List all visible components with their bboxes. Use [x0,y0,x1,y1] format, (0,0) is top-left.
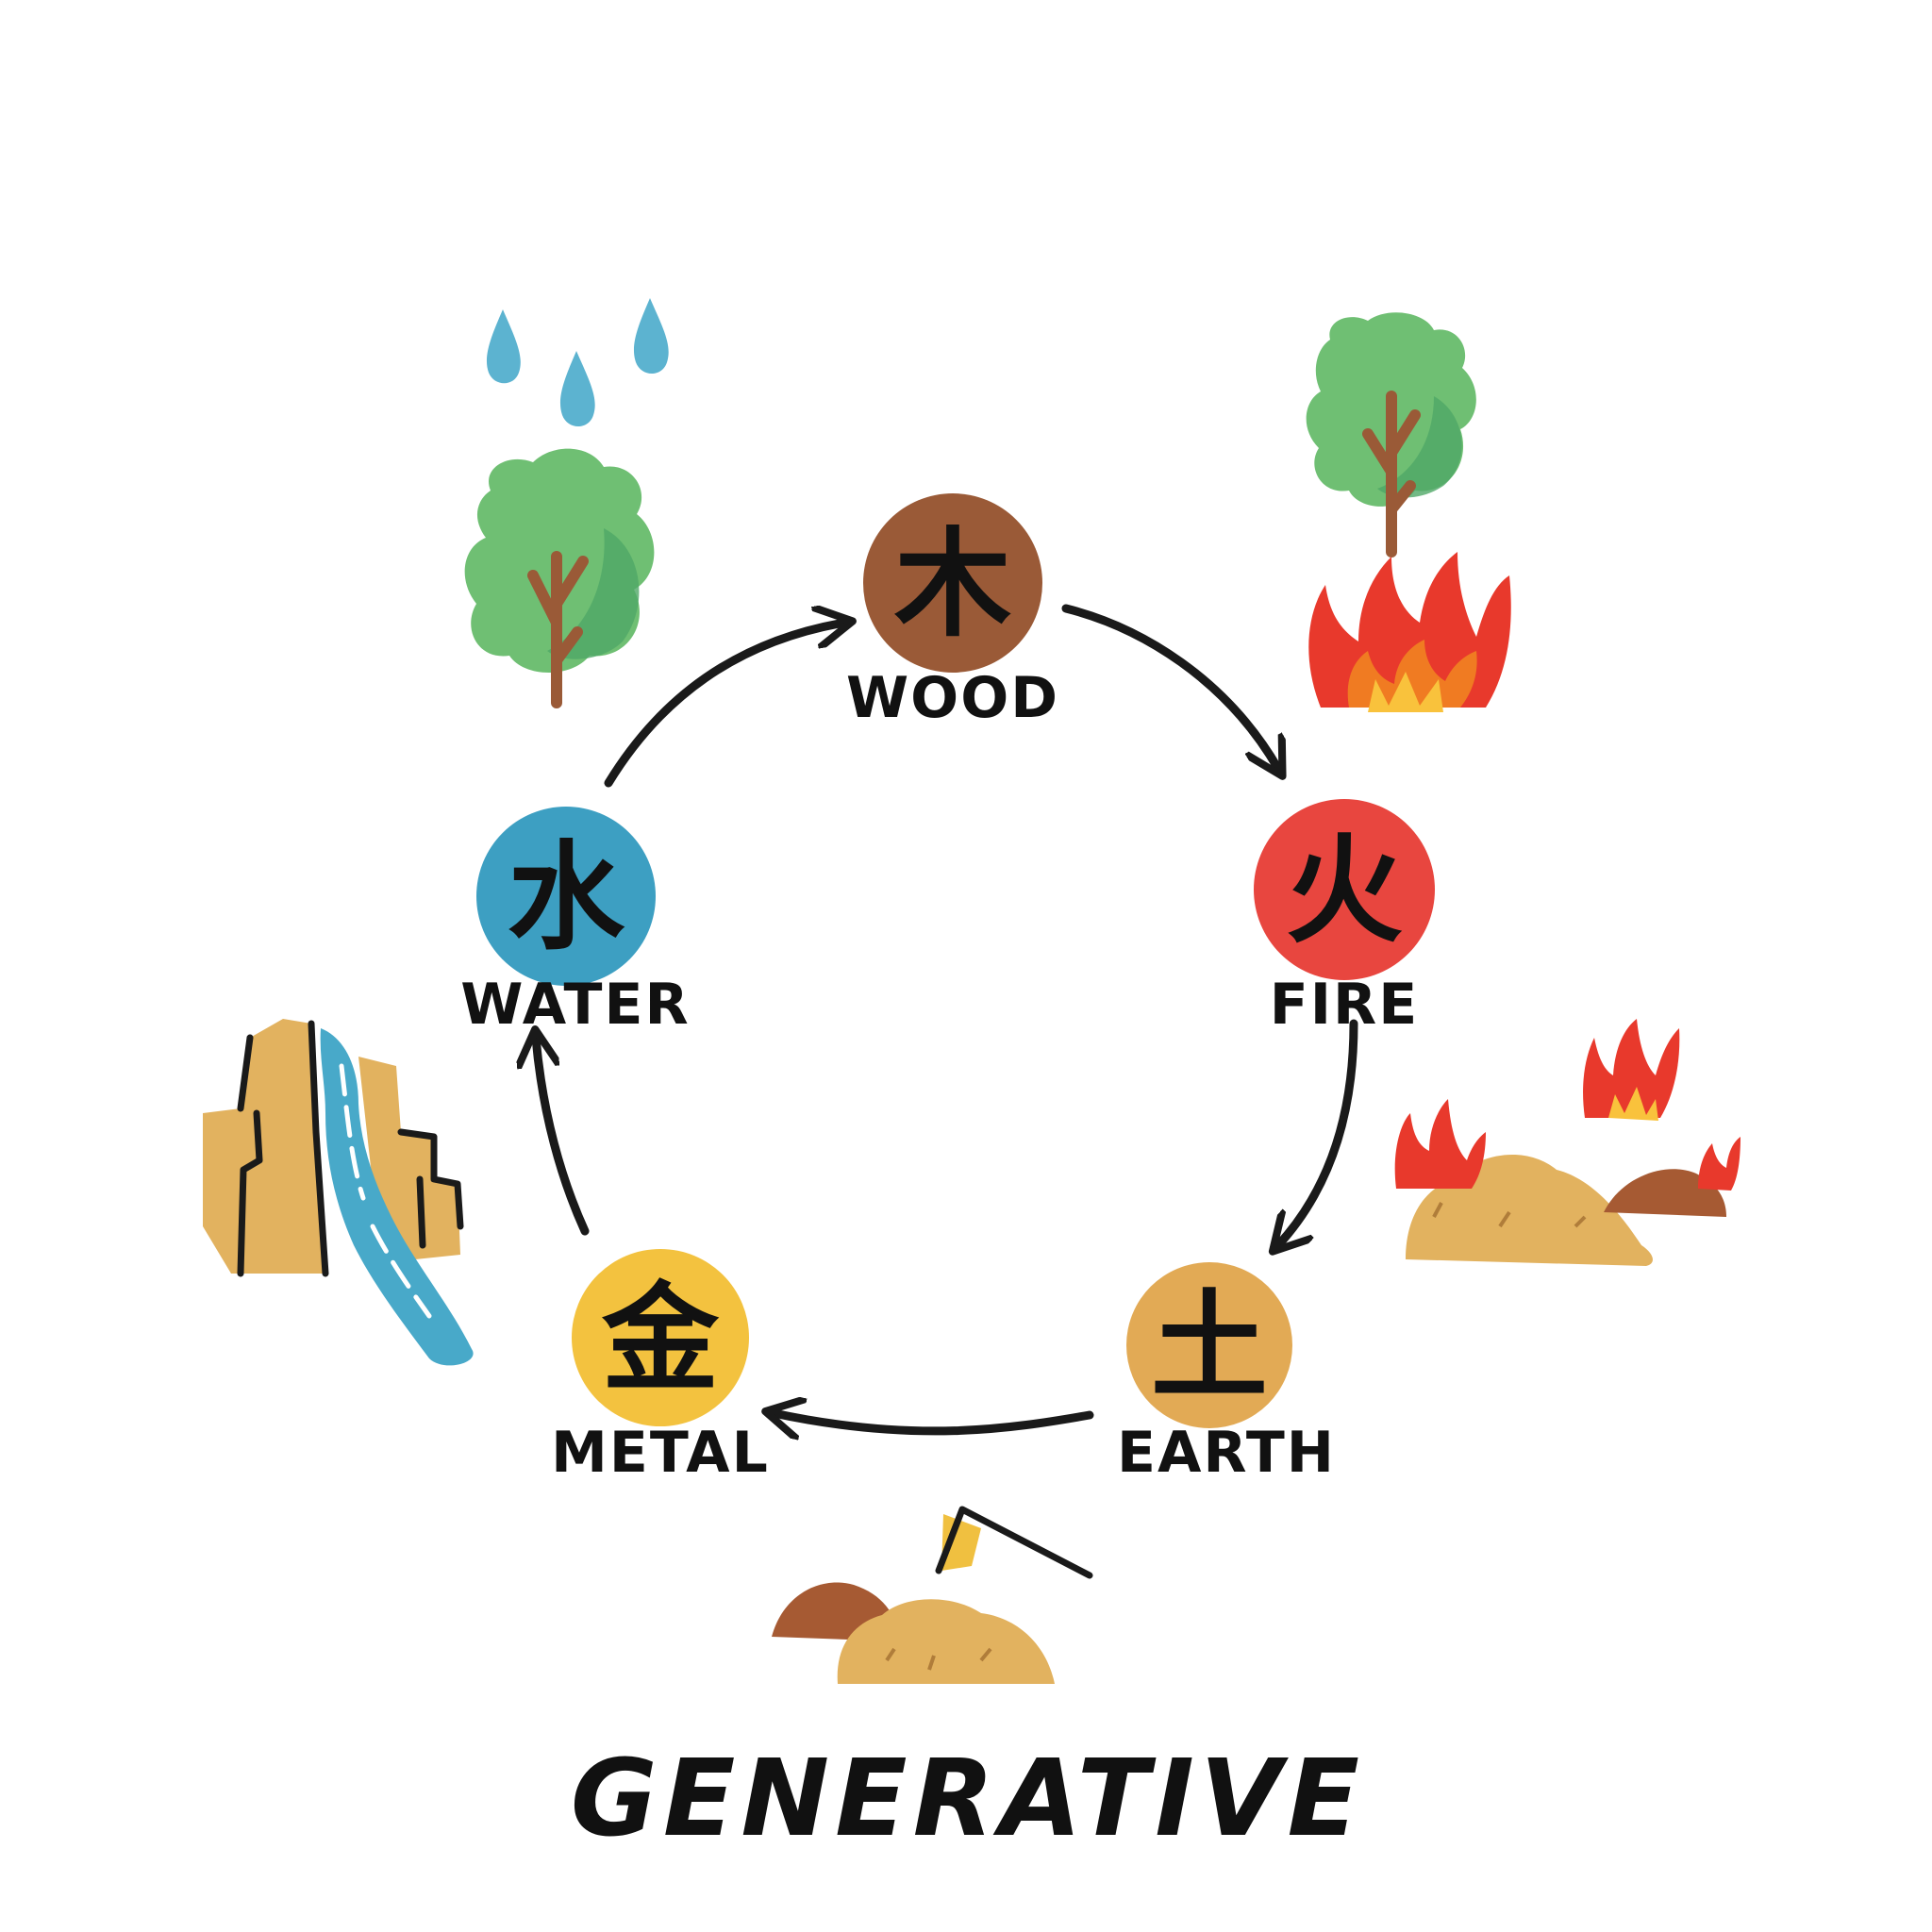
flame-icon [1698,1137,1740,1191]
raindrop-icon [559,351,595,426]
arrow-wood-to-fire [1061,604,1278,769]
flame-icon [1583,1019,1680,1118]
diagram-title: GENERATIVE [571,1738,1365,1860]
pickaxe-icon [935,1506,1093,1579]
burning-earth-icon [1394,1019,1740,1266]
element-node-water: 水 WATER [460,807,690,1038]
raindrop-icon [633,298,669,374]
river-highlight [339,1063,432,1319]
arrow-earth-to-metal [774,1413,1094,1431]
arrow-metal-to-water [536,1038,590,1236]
gold-in-rocks-icon [772,1506,1093,1684]
element-disc-wood [863,493,1042,673]
tree-canopy-shade [547,528,640,659]
arrow-water-to-wood [604,623,844,788]
element-disc-fire [1254,799,1435,980]
gold-nugget-icon [941,1514,981,1571]
river-icon [320,1028,474,1366]
waterfall-cliff-icon [203,1019,474,1366]
element-disc-earth [1126,1262,1292,1428]
element-disc-metal [572,1249,749,1426]
element-char-fire: 火 [1286,824,1403,959]
element-label-fire: FIRE [1270,972,1420,1038]
element-label-earth: EARTH [1117,1420,1336,1486]
crack-line [1432,1202,1587,1228]
sand-mound-icon [837,1599,1055,1684]
element-node-fire: 火 FIRE [1254,799,1435,1038]
element-node-earth: 土 EARTH [1117,1262,1336,1486]
element-node-metal: 金 METAL [551,1249,770,1486]
cliff-outline [237,1020,464,1277]
element-label-metal: METAL [551,1420,770,1486]
element-label-wood: WOOD [846,665,1059,731]
arrow-fire-to-earth [1278,1019,1358,1245]
tree-canopy-shade [1377,396,1462,498]
tree-trunk-icon [527,551,589,708]
flame-icon [1394,1099,1486,1189]
element-char-metal: 金 [601,1272,720,1407]
element-node-wood: 木 WOOD [846,493,1059,731]
flame-inner-icon [1608,1087,1658,1121]
cycle-arrows [536,604,1358,1431]
cliff-icon [203,1019,325,1274]
tree-trunk-icon [1362,391,1421,558]
flame-core-icon [1368,672,1443,712]
element-char-water: 水 [508,830,625,966]
rock-mound-icon [1604,1169,1726,1217]
element-char-wood: 木 [894,517,1011,653]
crack-line [885,1647,992,1671]
tree-on-fire-icon [1306,312,1511,712]
element-char-earth: 土 [1151,1279,1268,1415]
rain-on-tree-icon [464,298,669,708]
element-disc-water [476,807,656,986]
element-label-water: WATER [460,972,690,1038]
raindrop-icon [486,309,521,384]
